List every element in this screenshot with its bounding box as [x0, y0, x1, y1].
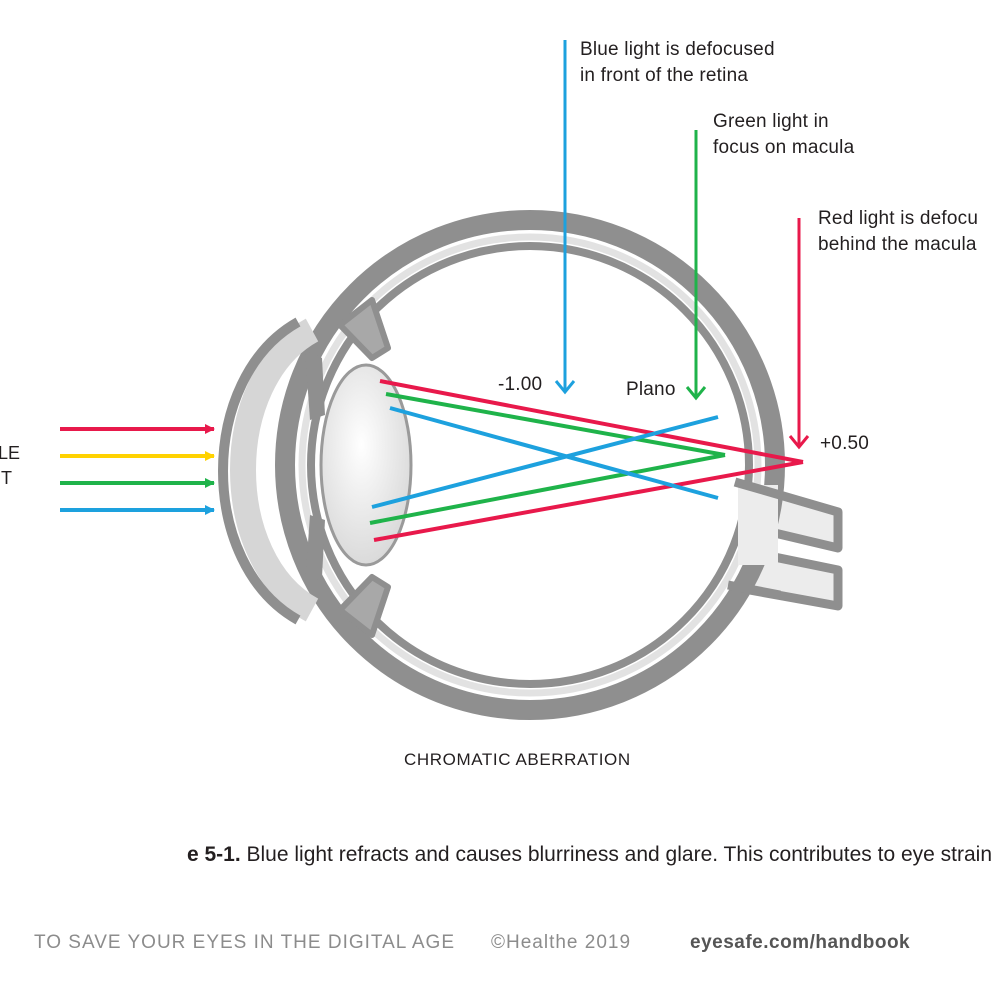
- footer-url: eyesafe.com/handbook: [690, 932, 911, 953]
- lens: [319, 363, 413, 567]
- diagram-title: CHROMATIC ABERRATION: [404, 750, 631, 769]
- red-annotation-line2: behind the macula: [818, 234, 977, 255]
- footer-copyright: ©Healthe 2019: [491, 932, 632, 953]
- blue-annotation-line1: Blue light is defocused: [580, 39, 775, 60]
- green-focus-value: Plano: [626, 379, 676, 400]
- refracted-rays: [369, 379, 804, 542]
- page-footer: TO SAVE YOUR EYES IN THE DIGITAL AGE ©He…: [0, 932, 1000, 962]
- blue-annotation-line2: in front of the retina: [580, 65, 749, 86]
- red-annotation-line1: Red light is defocu: [818, 208, 979, 229]
- figure-caption: e 5-1. Blue light refracts and causes bl…: [0, 843, 1000, 877]
- figure-caption-label: e 5-1.: [186, 843, 241, 866]
- iris: [305, 297, 391, 638]
- incoming-light: [60, 424, 215, 515]
- green-annotation-line2: focus on macula: [713, 137, 855, 158]
- visible-light-label-line2: T: [1, 468, 12, 488]
- blue-focus-value: -1.00: [498, 374, 543, 395]
- red-focus-value: +0.50: [820, 433, 870, 454]
- cornea: [218, 317, 319, 625]
- figure-caption-text: Blue light refracts and causes blurrines…: [246, 843, 993, 866]
- visible-light-label-line1: LE: [0, 443, 20, 463]
- focus-pointers: [554, 40, 810, 450]
- green-annotation-line1: Green light in: [713, 111, 829, 132]
- footer-book-title: TO SAVE YOUR EYES IN THE DIGITAL AGE: [33, 932, 455, 953]
